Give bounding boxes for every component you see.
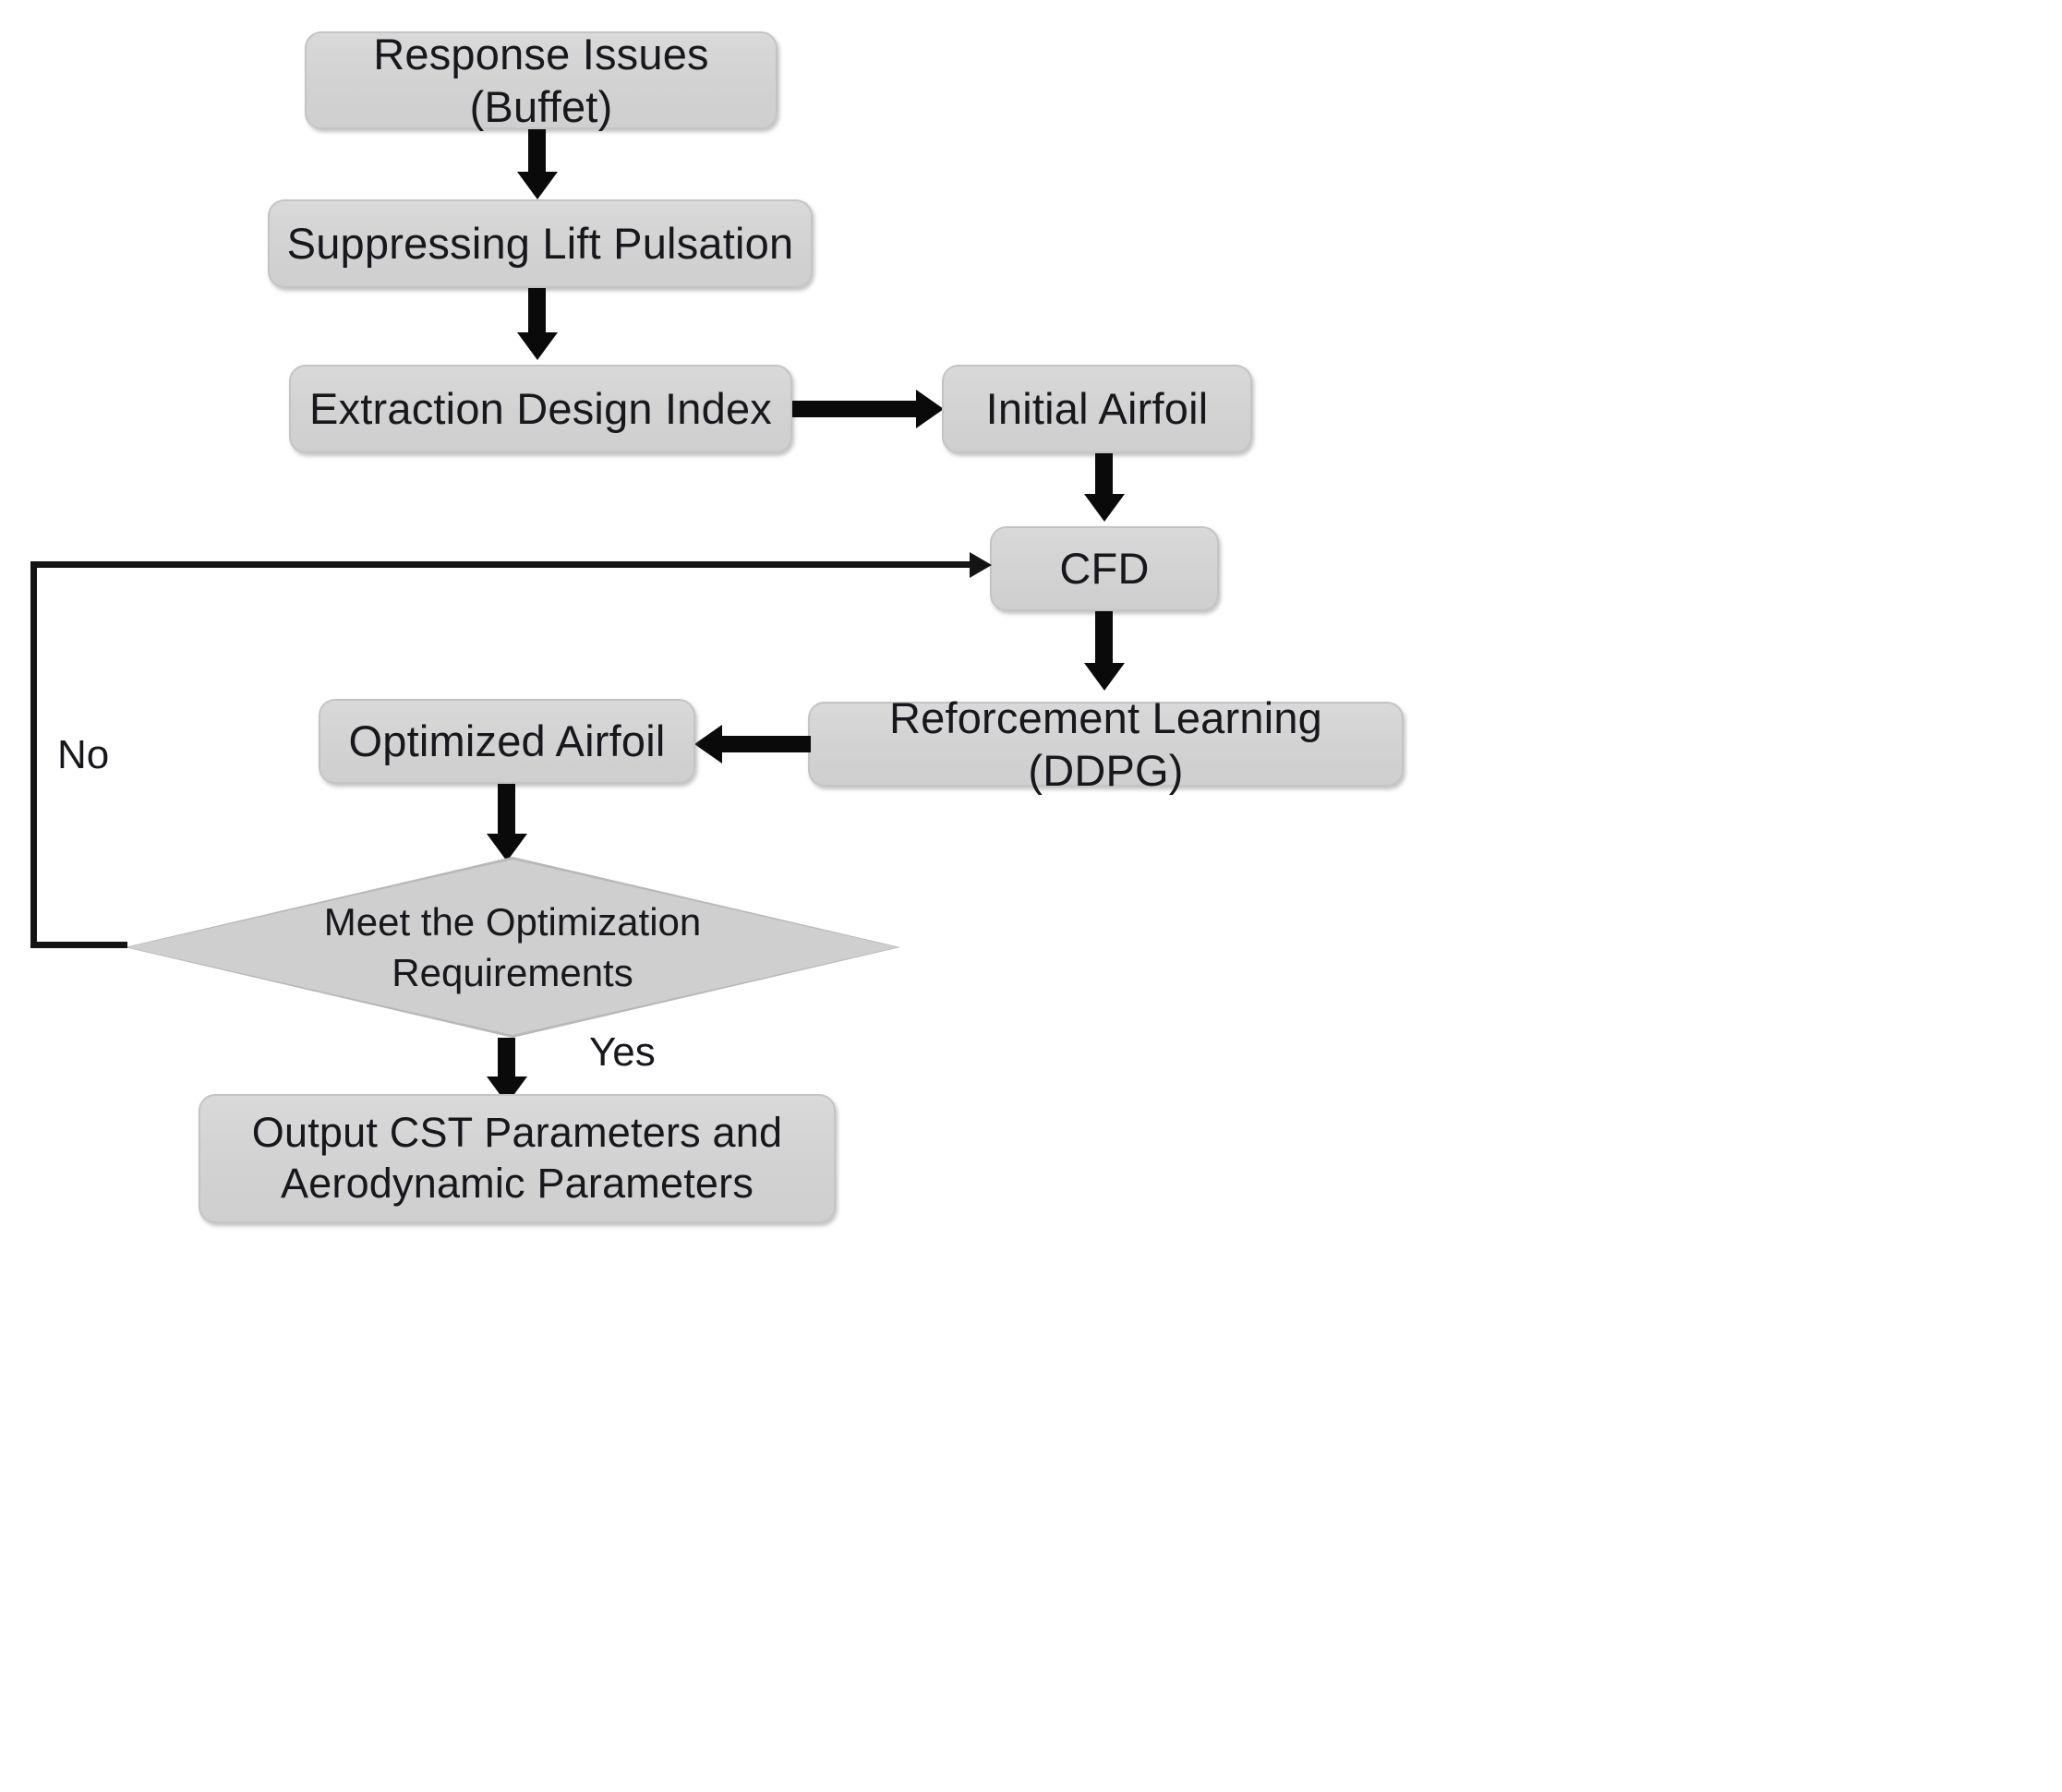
arrow-decision-to-output-shaft — [498, 1038, 515, 1088]
node-decision-label-line2: Requirements — [392, 951, 633, 994]
node-output-parameters-label: Output CST Parameters and Aerodynamic Pa… — [213, 1108, 821, 1209]
arrow-rl-to-optimized-shaft — [722, 736, 811, 752]
node-reinforcement-learning[interactable]: Reforcement Learning (DDPG) — [808, 693, 1404, 795]
node-optimized-airfoil[interactable]: Optimized Airfoil — [319, 699, 695, 784]
node-output-parameters[interactable]: Output CST Parameters and Aerodynamic Pa… — [199, 1094, 836, 1223]
arrow-suppressing-to-extraction-shaft — [528, 288, 546, 340]
node-reinforcement-learning-label: Reforcement Learning (DDPG) — [888, 692, 1323, 795]
node-response-issues-label: Response Issues (Buffet) — [373, 29, 709, 131]
edge-label-yes: Yes — [589, 1029, 656, 1075]
no-loop-arrow-head — [970, 552, 992, 578]
arrow-response-to-suppressing-shaft — [528, 129, 546, 179]
no-loop-top-segment — [30, 561, 974, 568]
node-decision-label-line1: Meet the Optimization — [323, 899, 702, 944]
arrow-optimized-to-decision-shaft — [498, 784, 515, 841]
arrow-cfd-to-rl-shaft — [1095, 611, 1113, 670]
node-extraction-design-index[interactable]: Extraction Design Index — [289, 365, 792, 453]
node-decision-label: Meet the Optimization Requirements — [225, 896, 800, 999]
arrow-response-to-suppressing-head — [517, 172, 558, 199]
node-suppressing-lift-pulsation[interactable]: Suppressing Lift Pulsation — [268, 199, 813, 288]
node-initial-airfoil-label: Initial Airfoil — [985, 384, 1209, 434]
node-initial-airfoil[interactable]: Initial Airfoil — [942, 365, 1252, 453]
node-output-parameters-line2: Aerodynamic Parameters — [280, 1160, 754, 1207]
no-loop-vertical-segment — [30, 561, 37, 948]
node-optimized-airfoil-label: Optimized Airfoil — [348, 716, 666, 766]
arrow-extraction-to-initial-shaft — [792, 401, 922, 417]
no-loop-bottom-segment — [30, 942, 127, 948]
node-output-parameters-line1: Output CST Parameters and — [251, 1109, 783, 1157]
arrow-suppressing-to-extraction-head — [517, 332, 558, 360]
arrow-initial-to-cfd-head — [1084, 494, 1125, 522]
node-extraction-design-index-label: Extraction Design Index — [309, 384, 772, 434]
arrow-initial-to-cfd-shaft — [1095, 453, 1113, 501]
node-response-issues[interactable]: Response Issues (Buffet) — [305, 30, 778, 131]
node-suppressing-lift-pulsation-label: Suppressing Lift Pulsation — [286, 219, 794, 269]
arrow-rl-to-optimized-head — [694, 725, 722, 764]
arrow-extraction-to-initial-head — [916, 390, 944, 428]
edge-label-no: No — [57, 732, 110, 777]
arrow-cfd-to-rl-head — [1084, 663, 1125, 691]
node-cfd-label: CFD — [1059, 544, 1150, 594]
node-decision-meet-optimization-requirements[interactable]: Meet the Optimization Requirements — [125, 857, 900, 1038]
arrow-optimized-to-decision-head — [487, 834, 527, 861]
node-cfd[interactable]: CFD — [990, 526, 1219, 611]
